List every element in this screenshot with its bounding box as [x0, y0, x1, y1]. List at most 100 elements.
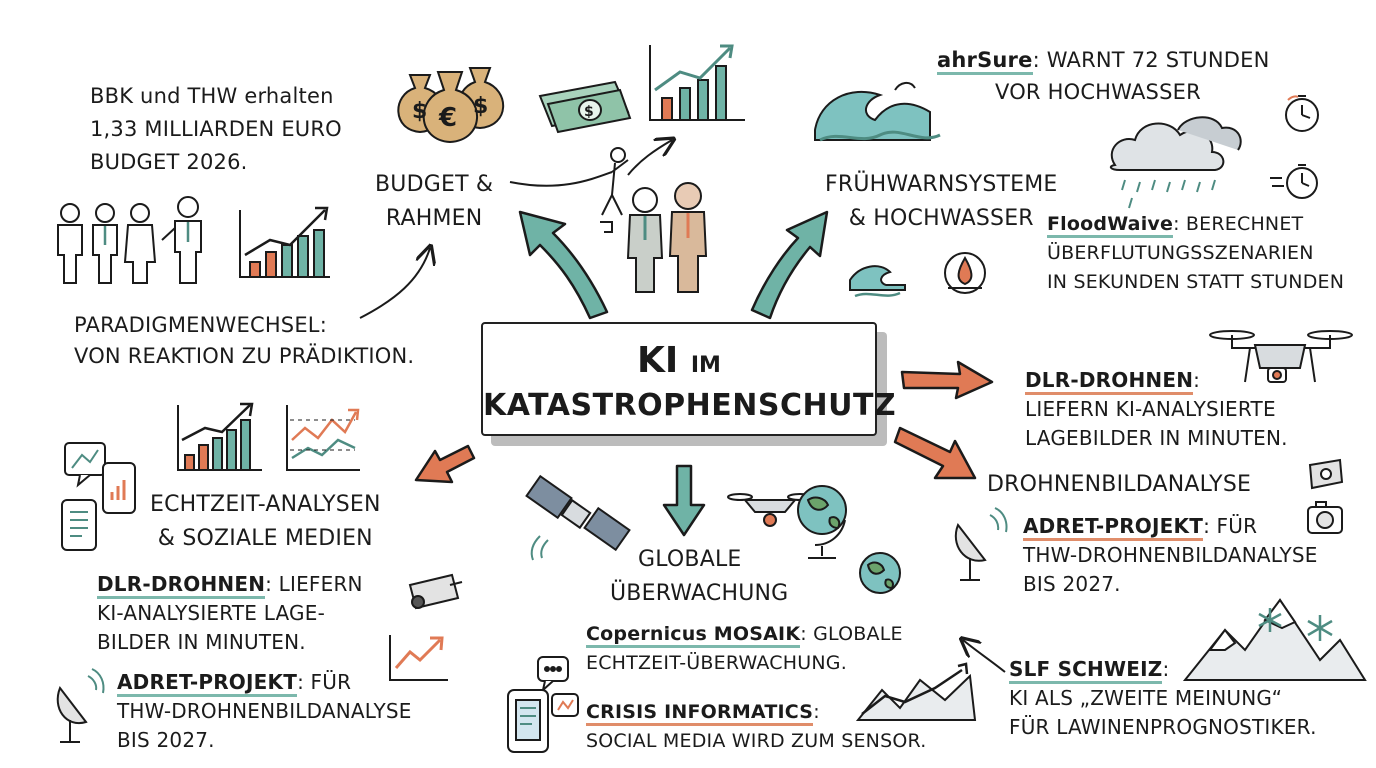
arrow-people-up: [627, 140, 672, 176]
budget-topic-line-1: BUDGET &: [375, 172, 494, 197]
money-bags-icon: [397, 67, 505, 144]
arrow-budget-to-people: [509, 171, 613, 187]
floodwaive-line-3: IN SEKUNDEN STATT STUNDEN: [1047, 271, 1345, 293]
copernicus-rest: : GLOBALE: [800, 623, 903, 645]
security-camera-icon: [1308, 458, 1344, 490]
central-title-im: IM: [690, 353, 721, 378]
crisis-informatics-rest: :: [813, 701, 820, 723]
realtime-topic-line-1: ECHTZEIT-ANALYSEN: [150, 492, 381, 517]
floodwaive-rest: : BERECHNET: [1173, 213, 1304, 235]
globe-icon: [797, 485, 847, 559]
drone-icon: [1209, 330, 1353, 383]
dlr-drones-right-rest: :: [1193, 368, 1201, 392]
budget-note-line-1: BBK und THW erhalten: [90, 84, 334, 108]
slf-line-3: FÜR LAWINENPROGNOSTIKER.: [1009, 715, 1317, 739]
adret-right-line-3: BIS 2027.: [1023, 572, 1121, 596]
early-warning-topic: FRÜHWARNSYSTEME & HOCHWASSER: [825, 168, 1058, 236]
realtime-topic-line-2: & SOZIALE MEDIEN: [157, 526, 373, 551]
slf-note: SLF SCHWEIZ: KI ALS „ZWEITE MEINUNG“ FÜR…: [1009, 655, 1317, 742]
rain-cloud-icon: [1109, 116, 1242, 209]
satellite-dish-icon: [954, 507, 1008, 581]
small-wave-icon: [849, 265, 906, 298]
realtime-bar-chart-icon: [177, 402, 262, 471]
banknote-icon: [538, 80, 632, 134]
dlr-drones-right-note: DLR-DROHNEN: LIEFERN KI-ANALYSIERTE LAGE…: [1025, 366, 1288, 453]
arrow-slf-to-global: [963, 640, 1006, 673]
satellite-dish-left-icon: [56, 668, 105, 743]
dlr-drones-left-line-3: BILDER IN MINUTEN.: [97, 630, 306, 654]
ahrsure-rest: : WARNT 72 STUNDEN: [1032, 48, 1270, 72]
dollar-glyph-2: $: [473, 94, 488, 119]
floodwaive-line-2: ÜBERFLUTUNGSSZENARIEN: [1047, 242, 1314, 264]
budget-note-line-2: 1,33 MILLIARDEN EURO: [90, 117, 342, 141]
crisis-informatics-line-2: SOCIAL MEDIA WIRD ZUM SENSOR.: [586, 730, 927, 752]
dlr-drones-right-name: DLR-DROHNEN: [1025, 368, 1194, 395]
global-topic-line-1: GLOBALE: [638, 547, 742, 572]
adret-right-line-2: THW-DROHNENBILDANALYSE: [1023, 543, 1318, 567]
floodwaive-name: FloodWaive: [1047, 213, 1174, 238]
crisis-informatics-note: CRISIS INFORMATICS: SOCIAL MEDIA WIRD ZU…: [586, 698, 926, 756]
slf-rest: :: [1162, 657, 1170, 681]
budget-topic-line-2: RAHMEN: [385, 206, 483, 231]
copernicus-line-2: ECHTZEIT-ÜBERWACHUNG.: [586, 652, 847, 674]
trend-chart-icon: [389, 635, 448, 681]
adret-right-name: ADRET-PROJEKT: [1023, 514, 1204, 541]
chat-bubble-icon: [537, 656, 569, 693]
arrow-to-drones: [900, 360, 994, 400]
arrow-to-global: [662, 464, 706, 537]
central-topic-box: KI IM KATASTROPHENSCHUTZ: [481, 322, 897, 444]
realtime-topic: ECHTZEIT-ANALYSEN & SOZIALE MEDIEN: [150, 488, 381, 556]
arrow-to-budget: [518, 210, 609, 320]
phone-document-icon: [61, 499, 97, 551]
drone-analysis-topic: DROHNENBILDANALYSE: [987, 472, 1252, 497]
adret-right-rest: : FÜR: [1203, 514, 1258, 538]
adret-right-note: ADRET-PROJEKT: FÜR THW-DROHNENBILDANALYS…: [1023, 512, 1318, 599]
early-warning-topic-line-2: & HOCHWASSER: [848, 206, 1034, 231]
smartphone-social-icon: [507, 689, 549, 753]
arrow-to-drone-analysis: [893, 426, 977, 480]
early-warning-topic-line-1: FRÜHWARNSYSTEME: [825, 172, 1058, 197]
euro-glyph: €: [438, 103, 457, 133]
dlr-drones-left-line-2: KI-ANALYSIERTE LAGE-: [97, 601, 325, 625]
central-title-line1: KI IM: [483, 340, 875, 387]
slf-line-2: KI ALS „ZWEITE MEINUNG“: [1009, 686, 1283, 710]
arrow-to-flood: [750, 210, 829, 320]
adret-left-rest: : FÜR: [297, 670, 352, 694]
arrow-to-realtime: [414, 444, 476, 484]
global-topic-line-2: ÜBERWACHUNG: [610, 581, 789, 606]
dollar-glyph-1: $: [412, 99, 427, 124]
phone-chart-icon: [102, 462, 136, 514]
ahrsure-line-2: VOR HOCHWASSER: [995, 80, 1201, 104]
dlr-drones-left-name: DLR-DROHNEN: [97, 572, 266, 599]
dlr-drones-left-rest: : LIEFERN: [265, 572, 363, 596]
snowflake-icon: [1258, 608, 1333, 641]
adret-left-line-2: THW-DROHNENBILDANALYSE: [117, 699, 412, 723]
floodwaive-note: FloodWaive: BERECHNET ÜBERFLUTUNGSSZENAR…: [1047, 210, 1344, 297]
paradigm-note: PARADIGMENWECHSEL: VON REAKTION ZU PRÄDI…: [74, 310, 414, 372]
water-gauge-icon: [944, 252, 986, 294]
businessmen-icon: [626, 182, 708, 293]
slf-name: SLF SCHWEIZ: [1009, 657, 1163, 684]
central-title-line2: KATASTROPHENSCHUTZ: [483, 388, 897, 423]
chat-graph-icon: [551, 693, 579, 717]
crisis-informatics-name: CRISIS INFORMATICS: [586, 701, 814, 726]
banknote-dollar-glyph: $: [584, 104, 594, 120]
copernicus-note: Copernicus MOSAIK: GLOBALE ECHTZEIT-ÜBER…: [586, 620, 903, 678]
realtime-line-chart-icon: [286, 405, 360, 471]
climbing-figure-icon: [600, 147, 629, 233]
dlr-drones-right-line-3: LAGEBILDER IN MINUTEN.: [1025, 426, 1288, 450]
paradigm-line-1: PARADIGMENWECHSEL:: [74, 313, 327, 337]
adret-left-line-3: BIS 2027.: [117, 728, 215, 752]
ahrsure-note: ahrSure: WARNT 72 STUNDEN VOR HOCHWASSER: [937, 44, 1269, 108]
cctv-camera-icon: [408, 573, 463, 610]
budget-note: BBK und THW erhalten 1,33 MILLIARDEN EUR…: [90, 80, 342, 179]
mountains-icon: [1182, 598, 1367, 681]
budget-topic: BUDGET & RAHMEN: [375, 168, 493, 236]
dlr-drones-left-note: DLR-DROHNEN: LIEFERN KI-ANALYSIERTE LAGE…: [97, 570, 363, 657]
paradigm-line-2: VON REAKTION ZU PRÄDIKTION.: [74, 344, 415, 368]
budget-note-line-3: BUDGET 2026.: [90, 150, 248, 174]
adret-left-name: ADRET-PROJEKT: [117, 670, 298, 697]
arrow-paradigm-to-budget: [359, 248, 430, 319]
